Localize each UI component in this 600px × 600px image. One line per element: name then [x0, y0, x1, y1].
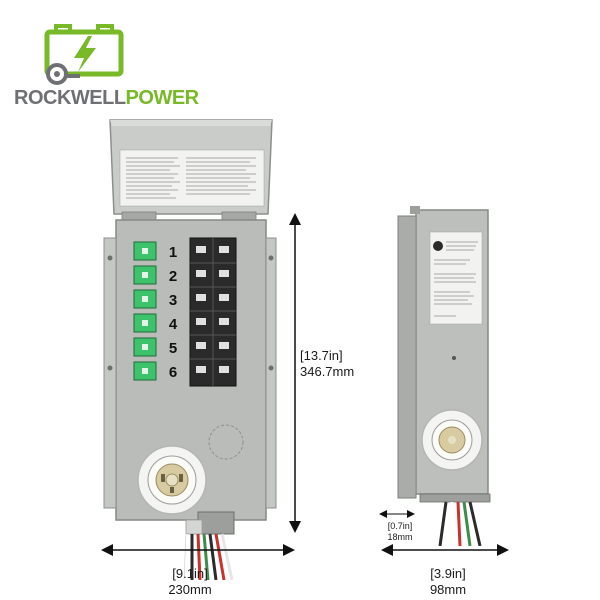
front-width-in-label: [9.1in]: [172, 566, 208, 581]
rocker-switches: [133, 241, 157, 381]
logo-wordmark-part1: ROCKWELL: [14, 87, 126, 109]
side-view: [397, 206, 491, 546]
front-view: [103, 119, 277, 580]
logo-wordmark: ROCKWELLPOWER: [14, 86, 199, 110]
circuit-number-2: 2: [168, 268, 178, 285]
height-mm-label: 346.7mm: [300, 364, 355, 379]
power-inlet: [137, 445, 207, 515]
front-width-mm-label: 230mm: [168, 582, 212, 597]
side-depth-in-label: [3.9in]: [430, 566, 466, 581]
circuit-number-5: 5: [168, 340, 178, 357]
side-wire-bundle: [438, 501, 482, 546]
side-depth-mm-label: 98mm: [429, 582, 467, 597]
logo-wordmark-part2: POWER: [125, 87, 200, 109]
flange-in-label: [0.7in]: [387, 521, 413, 531]
flange-mm-label: 18mm: [387, 532, 413, 542]
circuit-number-6: 6: [168, 364, 178, 381]
circuit-number-4: 4: [168, 316, 178, 333]
height-in-label: [13.7in]: [300, 348, 343, 363]
circuit-number-3: 3: [168, 292, 178, 309]
generator-bolt-icon: [44, 24, 124, 85]
wire-bundle: [182, 533, 234, 580]
circuit-number-1: 1: [168, 244, 178, 261]
